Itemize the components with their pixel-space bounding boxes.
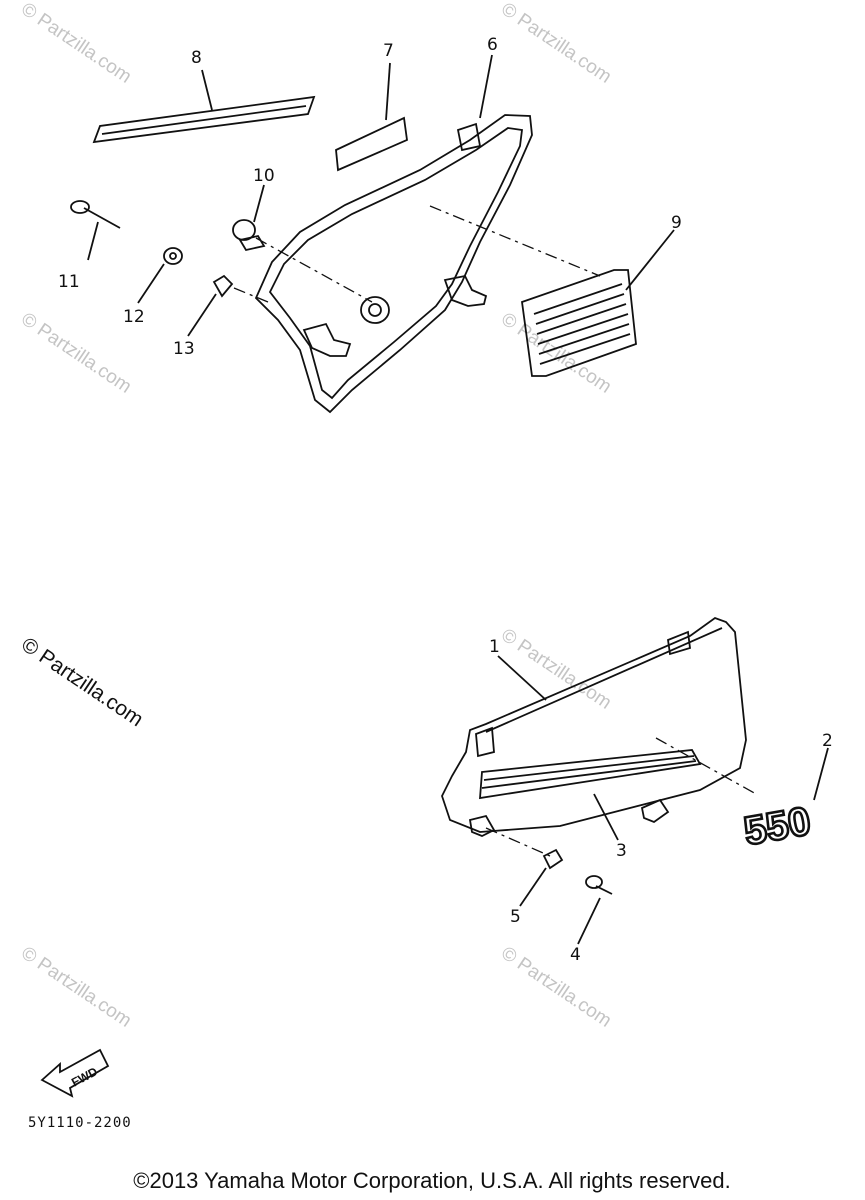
callout-4: 4 (570, 945, 581, 965)
stripe-part-8 (92, 95, 316, 144)
callout-3: 3 (616, 841, 627, 861)
watermark: © Partzilla.com (17, 309, 135, 398)
bolt-part-4 (585, 875, 613, 895)
callouts-upper: 8 7 6 9 10 11 12 13 (58, 35, 682, 359)
fwd-label: FWD (69, 1064, 100, 1089)
leader-lines-upper (87, 54, 675, 337)
callout-6: 6 (487, 35, 498, 55)
watermark-dark: © Partzilla.com (17, 633, 147, 731)
assembly-lines-lower (485, 737, 757, 857)
washer-part-13 (212, 274, 234, 298)
callout-12: 12 (123, 307, 145, 327)
watermarks: © Partzilla.com © Partzilla.com © Partzi… (17, 0, 615, 1032)
callouts-lower: 1 2 3 4 5 (489, 637, 833, 965)
emblem-550: 550 (741, 799, 814, 854)
watermark: © Partzilla.com (17, 0, 135, 88)
side-cover-part-6 (254, 114, 533, 414)
callout-8: 8 (191, 48, 202, 68)
callout-2: 2 (822, 731, 833, 751)
callout-7: 7 (383, 41, 394, 61)
callout-13: 13 (173, 339, 195, 359)
callout-1: 1 (489, 637, 500, 657)
callout-5: 5 (510, 907, 521, 927)
watermark: © Partzilla.com (497, 0, 615, 88)
nut-part-5 (542, 848, 564, 870)
callout-9: 9 (671, 213, 682, 233)
callout-10: 10 (253, 166, 275, 186)
leader-lines-lower (497, 655, 829, 945)
watermark: © Partzilla.com (497, 943, 615, 1032)
reflector-part-9 (521, 269, 637, 377)
watermark: © Partzilla.com (497, 309, 615, 398)
assembly-lines-upper (233, 205, 601, 303)
diagram-code: 5Y1110-2200 (28, 1115, 132, 1131)
copyright-notice: ©2013 Yamaha Motor Corporation, U.S.A. A… (133, 1168, 730, 1193)
nut-part-12 (163, 247, 183, 265)
label-part-7 (335, 116, 408, 172)
watermark: © Partzilla.com (17, 943, 135, 1032)
bolt-part-11 (70, 200, 121, 229)
grommet-part-10 (232, 219, 266, 252)
callout-11: 11 (58, 272, 80, 292)
fwd-arrow-icon: FWD (40, 1048, 110, 1098)
side-cover-part-1 (441, 616, 747, 837)
emblem-part-2: 550 (739, 798, 815, 856)
